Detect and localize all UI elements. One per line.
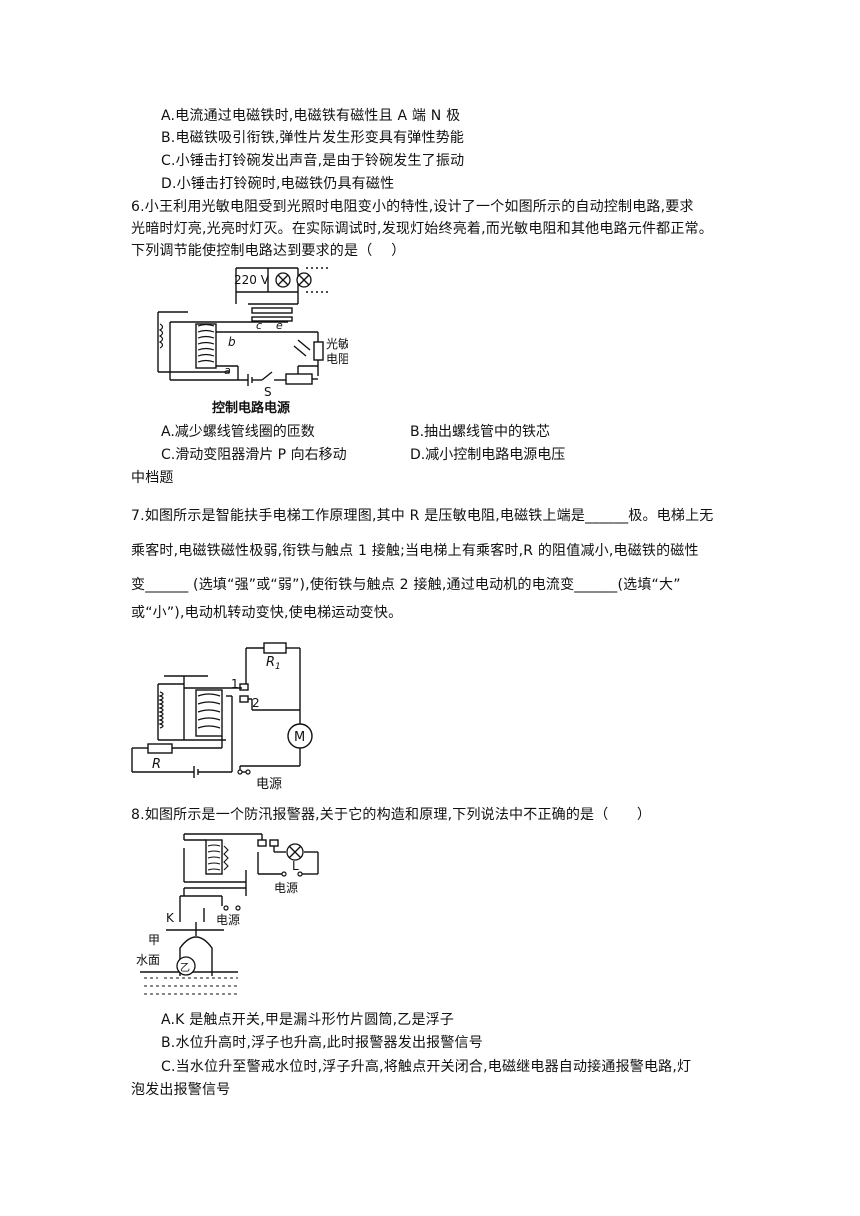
q6-switch-label: S xyxy=(264,385,272,399)
q5-option-c: C.小锤击打铃碗发出声音,是由于铃碗发生了振动 xyxy=(161,153,465,169)
q6-caption: 控制电路电源 xyxy=(212,400,290,416)
q7-stem-line-1: 7.如图所示是智能扶手电梯工作原理图,其中 R 是压敏电阻,电磁铁上端是____… xyxy=(131,508,714,524)
q8-source-mid-label: 电源 xyxy=(216,913,240,927)
q8-option-a: A.K 是触点开关,甲是漏斗形竹片圆筒,乙是浮子 xyxy=(161,1012,455,1028)
q6-point-a-label: a xyxy=(224,364,231,377)
q8-yi-label: 乙 xyxy=(180,962,190,974)
q8-option-b: B.水位升高时,浮子也升高,此时报警器发出报警信号 xyxy=(161,1035,483,1051)
q6-option-b: B.抽出螺线管中的铁芯 xyxy=(410,424,551,440)
q7-r-label: R xyxy=(152,757,161,772)
q6-stem-line-2: 光暗时灯亮,光亮时灯灭。在实际调试时,发现灯始终亮着,而光敏电阻和其他电路元件都… xyxy=(131,221,713,237)
q6-option-d: D.减小控制电路电源电压 xyxy=(410,447,566,463)
q6-figure-control-circuit: 220 V c e b a S 光敏 电阻 控制电路电源 xyxy=(148,262,348,420)
q8-option-c: C.当水位升至警戒水位时,浮子升高,将触点开关闭合,电磁继电器自动接通报警电路,… xyxy=(161,1059,692,1075)
q6-option-c: C.滑动变阻器滑片 P 向右移动 xyxy=(161,447,347,463)
q5-option-d: D.小锤击打铃碗时,电磁铁仍具有磁性 xyxy=(161,176,395,192)
q7-stem-line-4: 或“小”),电动机转动变快,使电梯运动变快。 xyxy=(131,605,403,621)
q6-photo-label-1: 光敏 xyxy=(326,336,348,351)
q7-contact-2-label: 2 xyxy=(252,696,260,710)
q6-photo-label-2: 电阻 xyxy=(326,352,348,366)
q8-k-label: K xyxy=(166,911,175,925)
q8-water-label: 水面 xyxy=(136,953,160,967)
q6-stem-line-3: 下列调节能使控制电路达到要求的是（ ） xyxy=(131,243,406,259)
q8-figure-flood-alarm: L 电源 K 电源 甲 水面 乙 xyxy=(134,826,334,1002)
q5-option-a: A.电流通过电磁铁时,电磁铁有磁性且 A 端 N 极 xyxy=(161,108,461,124)
q6-contact-e-label: e xyxy=(276,319,283,332)
q7-source-label: 电源 xyxy=(256,777,282,792)
q7-r1-label: R1 xyxy=(266,655,281,672)
q8-stem: 8.如图所示是一个防汛报警器,关于它的构造和原理,下列说法中不正确的是（ ） xyxy=(131,807,652,823)
q5-option-b: B.电磁铁吸引衔铁,弹性片发生形变具有弹性势能 xyxy=(161,130,465,146)
q7-stem-line-3: 变______ (选填“强”或“弱”),使衔铁与触点 2 接触,通过电动机的电流… xyxy=(131,577,681,593)
q7-motor-label: M xyxy=(294,730,305,745)
q6-circuit-svg: 220 V c e b a S 光敏 电阻 控制电路电源 xyxy=(157,267,348,416)
q6-stem-line-1: 6.小王利用光敏电阻受到光照时电阻变小的特性,设计了一个如图所示的自动控制电路,… xyxy=(131,199,694,215)
q8-lamp-label: L xyxy=(292,859,299,873)
q8-alarm-svg: L 电源 K 电源 甲 水面 乙 xyxy=(136,833,319,995)
q6-option-a: A.减少螺线管线圈的匝数 xyxy=(161,424,315,440)
q7-circuit-svg: R1 1 2 M R 电源 xyxy=(131,642,313,792)
q6-point-b-label: b xyxy=(228,335,236,349)
q6-contact-c-label: c xyxy=(256,319,262,332)
q7-contact-1-label: 1 xyxy=(231,677,239,691)
q8-source-top-label: 电源 xyxy=(274,881,298,895)
q8-option-c-continued: 泡发出报警信号 xyxy=(131,1082,231,1098)
q7-figure-elevator-circuit: R1 1 2 M R 电源 xyxy=(128,636,328,794)
q8-jia-label: 甲 xyxy=(148,933,160,947)
q6-voltage-label: 220 V xyxy=(234,273,270,287)
q7-stem-line-2: 乘客时,电磁铁磁性极弱,衔铁与触点 1 接触;当电梯上有乘客时,R 的阻值减小,… xyxy=(131,543,699,559)
q6-difficulty-label: 中档题 xyxy=(131,470,174,486)
